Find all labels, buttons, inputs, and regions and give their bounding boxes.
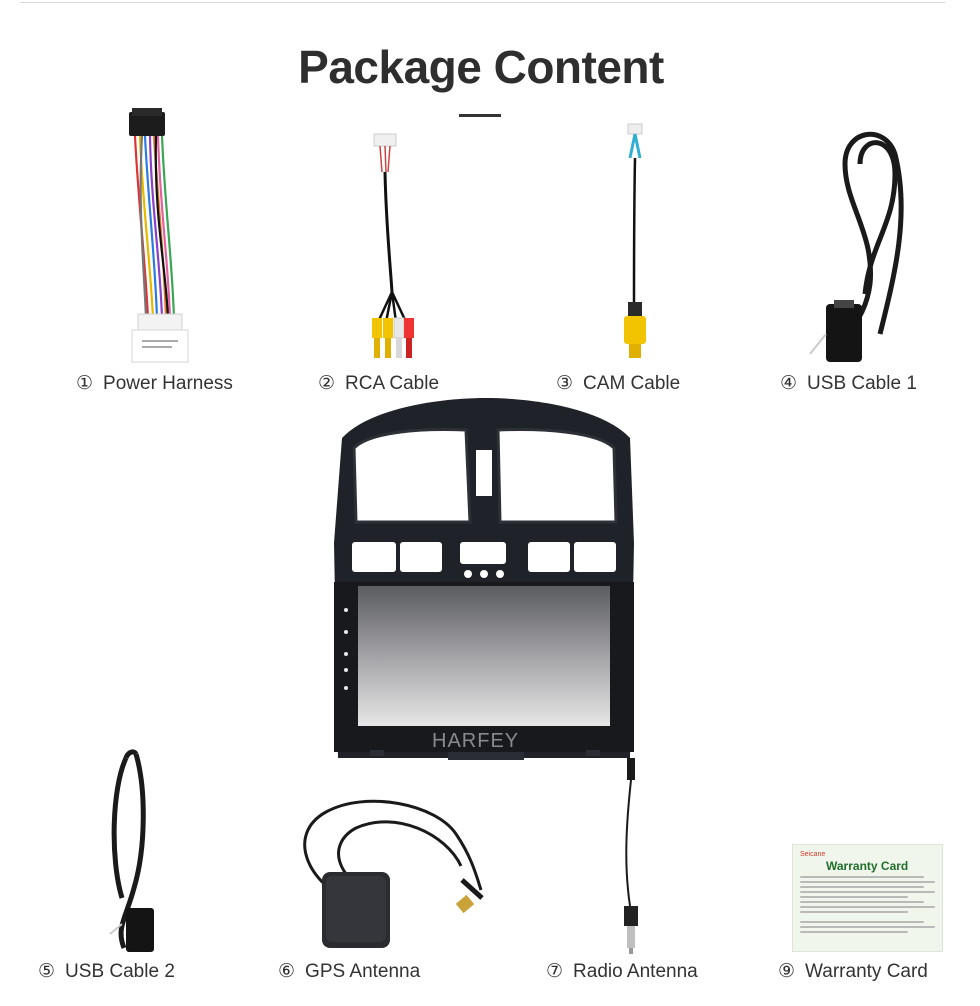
power-harness-icon (120, 108, 200, 366)
rca-cable-icon (356, 132, 426, 367)
screen-brand-logo: HARFEY (432, 730, 520, 752)
head-unit-frame (330, 398, 642, 762)
usb-cable-icon (86, 748, 166, 958)
title-underline (459, 114, 501, 117)
gps-antenna-icon (286, 794, 496, 954)
warranty-card-brand: Seicane (800, 851, 826, 858)
usb-cable-icon (800, 124, 910, 369)
page-title: Package Content (298, 41, 664, 93)
warranty-card-title: Warranty Card (826, 859, 909, 873)
top-divider (20, 2, 945, 3)
warranty-card-icon: Seicane Warranty Card (792, 844, 943, 952)
cam-cable-icon (612, 122, 662, 367)
radio-antenna-icon (612, 756, 652, 956)
